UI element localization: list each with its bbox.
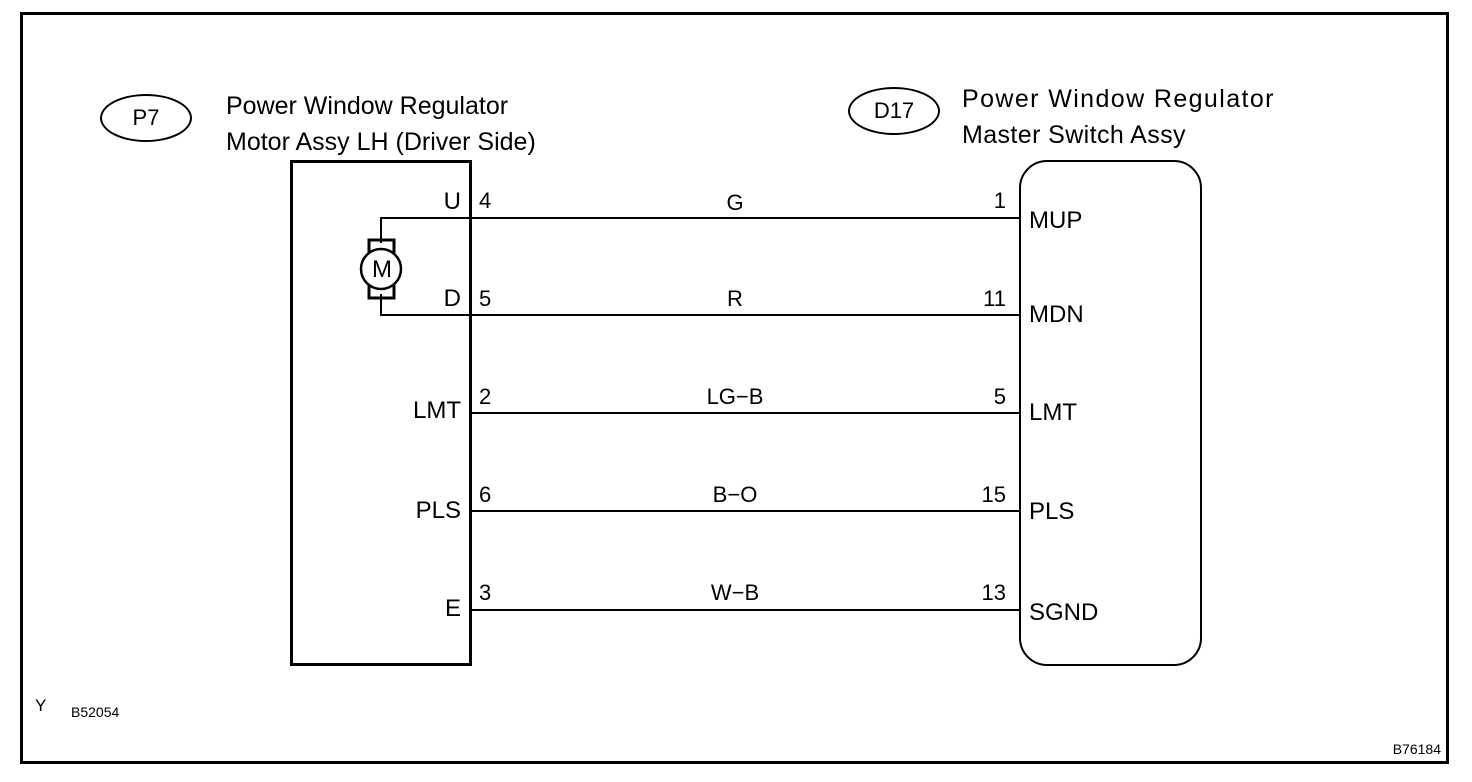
right-pin-number: 15 [981,482,1006,507]
left-terminal-label: E [444,595,461,622]
reference-code-left: B52054 [71,704,120,720]
right-pin-number: 11 [983,286,1006,311]
wire-color-label: B−O [712,482,758,507]
right-pin-number: 13 [981,580,1006,605]
left-pin-number: 6 [479,482,492,507]
motor-icon [359,238,403,300]
right-terminal-label: LMT [1029,399,1077,426]
left-pin-number: 3 [479,580,492,605]
right-connector-title-line2: Master Switch Assy [962,121,1186,149]
left-pin-number: 5 [479,286,492,311]
wire-color-label: R [727,286,743,311]
right-terminal-label: PLS [1029,498,1075,525]
left-connector-title-line2: Motor Assy LH (Driver Side) [226,128,536,156]
left-connector-code-oval: P7 [100,94,192,142]
left-terminal-label: PLS [415,497,461,524]
master-switch-box [1019,160,1202,666]
right-pin-number: 1 [993,188,1006,213]
right-connector-title: Power Window Regulator Master Switch Ass… [962,81,1275,153]
motor-label: M [372,256,392,283]
left-pin-number: 4 [479,188,492,213]
reference-code-right: B76184 [1392,741,1441,757]
left-terminal-label: LMT [413,397,461,424]
region-mark: Y [35,696,47,715]
diagram-frame [20,12,1449,764]
right-connector-title-line1: Power Window Regulator [962,85,1275,113]
motor-assy-box [290,160,472,666]
right-terminal-label: MDN [1029,301,1084,328]
right-terminal-label: SGND [1029,599,1099,626]
motor-lead-lower [380,294,472,316]
right-pin-number: 5 [993,384,1006,409]
right-connector-code: D17 [873,98,915,123]
left-connector-title-line1: Power Window Regulator [226,92,509,120]
left-connector-title: Power Window Regulator Motor Assy LH (Dr… [226,88,536,160]
left-pin-number: 2 [479,384,492,409]
right-terminal-label: MUP [1029,207,1083,234]
left-terminal-label: U [443,188,461,215]
wire-color-label: W−B [710,580,760,605]
right-connector-code-oval: D17 [848,87,940,135]
wire-color-label: G [726,190,744,215]
left-connector-code: P7 [132,105,160,130]
wire-color-label: LG−B [706,384,764,409]
left-terminal-label: D [443,285,461,312]
motor-lead-upper [380,217,472,243]
